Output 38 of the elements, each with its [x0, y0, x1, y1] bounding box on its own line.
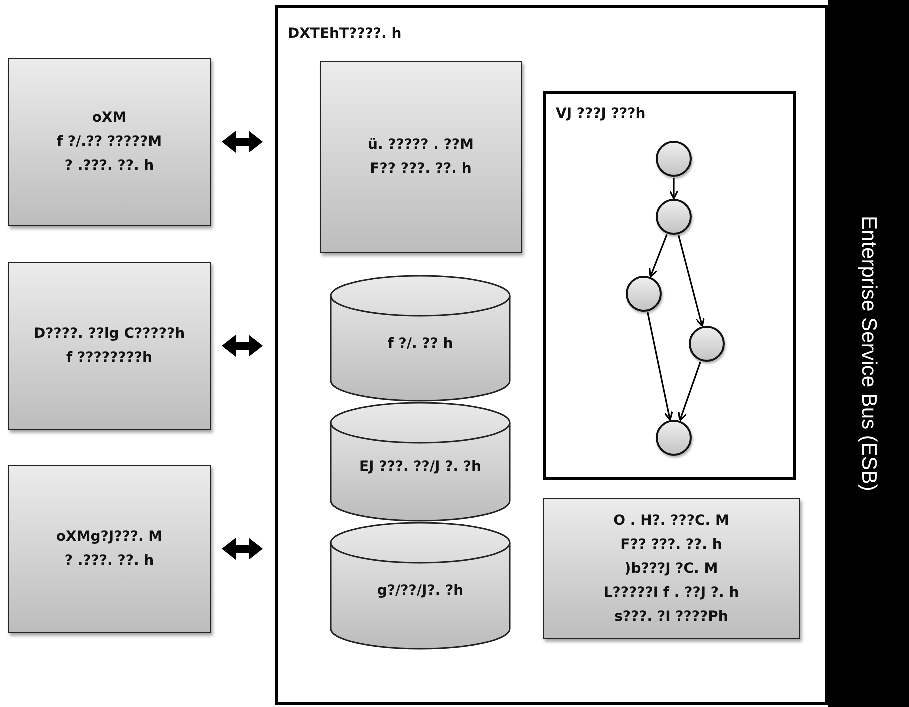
- box-text: s???. ?I ????Ph: [614, 608, 730, 626]
- section-title: DXTEhT????. h: [288, 25, 402, 44]
- workflow-circle: [689, 326, 725, 362]
- box-text: ? .???. ??. h: [64, 552, 156, 571]
- box-text: f ????????h: [66, 349, 154, 368]
- box-text: )b???J ?C. M: [624, 560, 720, 578]
- box-text: D????. ??lg C?????h: [34, 325, 186, 344]
- bus-bar: [828, 0, 909, 707]
- process-box: [8, 58, 211, 226]
- arrow: [648, 234, 668, 278]
- arrow: [669, 178, 679, 200]
- box-text: F?? ???. ??. h: [620, 536, 724, 554]
- box-text: f ?/.?? ?????M: [56, 133, 162, 152]
- process-box: [8, 465, 211, 633]
- process-box: [320, 61, 522, 253]
- box-text: O . H?. ???C. M: [612, 512, 730, 530]
- section-title: VJ ???J ???h: [556, 105, 646, 124]
- box-text: g?/??/J?. ?h: [377, 582, 464, 601]
- process-box: [543, 498, 800, 639]
- box-text: oXM: [91, 109, 128, 128]
- bus-label: Enterprise Service Bus (ESB): [856, 216, 880, 492]
- workflow-circle: [626, 276, 662, 312]
- workflow-circle: [656, 141, 692, 177]
- arrow: [647, 312, 674, 421]
- box-text: L?????I f . ??J ?. h: [604, 584, 740, 602]
- box-text: ü. ????? . ??M: [368, 136, 474, 155]
- workflow-circle: [656, 420, 692, 456]
- process-box: [8, 262, 211, 430]
- arrow: [678, 362, 702, 422]
- box-text: F?? ???. ??. h: [369, 160, 473, 179]
- box-text: f ?/. ?? h: [388, 334, 454, 354]
- box-text: ? .???. ??. h: [64, 157, 156, 176]
- workflow-frame: [543, 91, 796, 480]
- workflow-circle: [656, 199, 692, 235]
- box-text: oXMg?J???. M: [56, 528, 163, 547]
- container-box: [275, 5, 828, 705]
- box-text: EJ ???. ??/J ?. ?h: [359, 458, 482, 477]
- arrow: [678, 235, 706, 328]
